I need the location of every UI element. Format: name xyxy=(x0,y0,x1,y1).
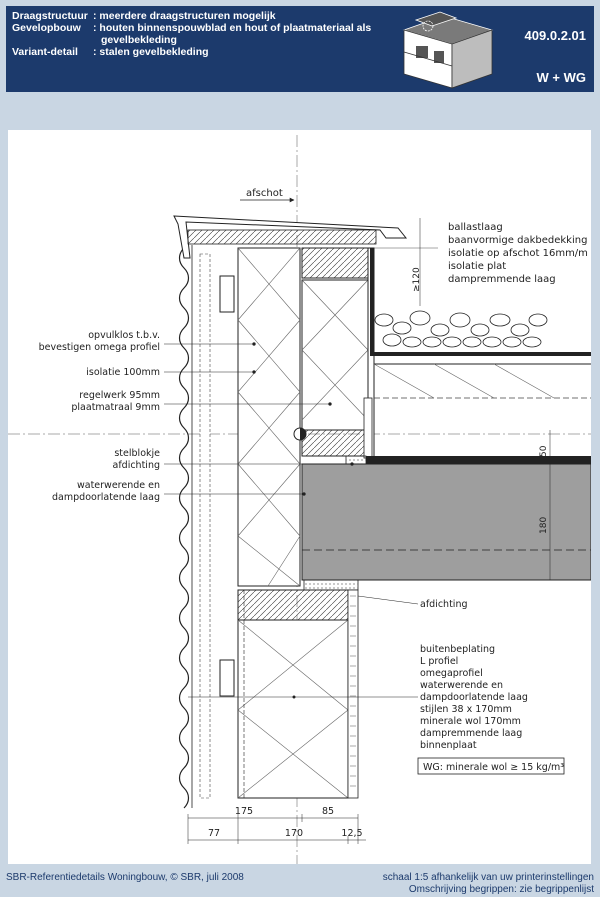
title-block: Draagstructuur : meerdere draagstructuren… xyxy=(6,6,594,92)
wall-label-stijlen: stijlen 38 x 170mm xyxy=(420,704,512,715)
omega-profile-line xyxy=(199,253,211,799)
afdichting-strip xyxy=(303,579,359,591)
detail-code: 409.0.2.01 xyxy=(524,28,586,43)
wall-label-omegaprofiel: omegaprofiel xyxy=(420,668,483,679)
roof-edge-trim xyxy=(173,215,408,259)
dim-170-label: 170 xyxy=(285,828,303,839)
roof-label-ballast: ballastlaag xyxy=(448,222,503,233)
row-value: : meerdere draagstructuren mogelijk xyxy=(93,10,276,22)
concrete-slab xyxy=(301,463,591,581)
variant-code: W + WG xyxy=(536,70,586,85)
top-plate xyxy=(301,247,369,279)
label-plaatmateriaal: plaatmatraal 9mm xyxy=(71,402,160,413)
gevelopbouw-row-cont: gevelbekleding xyxy=(12,34,177,46)
wall-label-binnenplaat: binnenplaat xyxy=(420,740,477,751)
wall-label-dampdoorlatend: dampdoorlatende laag xyxy=(420,692,528,703)
dim-125-label: 12,5 xyxy=(341,828,362,839)
afschot-label: afschot xyxy=(246,188,283,199)
dim-77-label: 77 xyxy=(208,828,220,839)
steel-cladding xyxy=(178,247,190,809)
wall-label-buitenbeplating: buitenbeplating xyxy=(420,644,495,655)
label-opvulklos-1: opvulklos t.b.v. xyxy=(88,330,160,341)
opvulklos-upper xyxy=(219,275,235,313)
drawing-panel: afschot ballastlaag baanvormige dakbedek… xyxy=(8,130,591,864)
footer-glossary: Omschrijving begrippen: zie begrippenlij… xyxy=(408,884,594,895)
section-drawing: afschot ballastlaag baanvormige dakbedek… xyxy=(8,135,591,864)
dim-50-label: 50 xyxy=(539,445,549,457)
bottom-plate xyxy=(301,429,369,457)
label-afdichting-right: afdichting xyxy=(420,599,468,610)
wall-label-l-profiel: L profiel xyxy=(420,656,458,667)
inner-board xyxy=(347,589,359,799)
row-label: Draagstructuur xyxy=(12,10,88,22)
lower-top-plate xyxy=(237,589,349,621)
row-value: gevelbekleding xyxy=(101,34,177,46)
wg-note-box xyxy=(417,757,565,775)
roof-label-dakbedekking: baanvormige dakbedekking xyxy=(448,235,587,246)
wall-label-dampremmend: dampremmende laag xyxy=(420,728,522,739)
label-afdichting: afdichting xyxy=(113,460,161,471)
building-thumbnail-icon xyxy=(402,11,494,89)
row-label: Variant-detail xyxy=(12,46,78,58)
label-regelwerk: regelwerk 95mm xyxy=(79,390,160,401)
dim-175-label: 175 xyxy=(235,806,253,817)
roof-label-dampremmend: dampremmende laag xyxy=(448,274,556,285)
row-label: Gevelopbouw xyxy=(12,22,81,34)
dim-120-label: ≥120 xyxy=(412,267,422,292)
footer-info: schaal 1:5 afhankelijk van uw printerins… xyxy=(383,872,594,896)
wall-label-waterwerende: waterwerende en xyxy=(420,680,503,691)
wall-label-minerale-wol: minerale wol 170mm xyxy=(420,716,521,727)
row-value: : stalen gevelbekleding xyxy=(93,46,209,58)
lower-insulation xyxy=(237,619,349,799)
label-waterwerende-2: dampdoorlatende laag xyxy=(52,492,160,503)
ballast-layer xyxy=(374,310,548,348)
label-opvulklos-2: bevestigen omega profiel xyxy=(39,342,160,353)
roof-label-isolatie-afschot: isolatie op afschot 16mm/m xyxy=(448,248,588,259)
footer-copyright: SBR-Referentiedetails Woningbouw, © SBR,… xyxy=(6,872,244,883)
label-isolatie: isolatie 100mm xyxy=(86,367,160,378)
wg-note: WG: minerale wol ≥ 15 kg/m³ xyxy=(423,762,564,773)
roof-label-isolatie-plat: isolatie plat xyxy=(448,261,506,272)
gevelopbouw-row: Gevelopbouw : houten binnenspouwblad en h… xyxy=(12,22,371,34)
vapour-layer xyxy=(366,456,591,464)
row-value: : houten binnenspouwblad en hout of plaa… xyxy=(93,22,372,34)
label-waterwerende-1: waterwerende en xyxy=(77,480,160,491)
opvulklos-lower xyxy=(219,659,235,697)
stelblokje xyxy=(345,455,367,465)
edge-insulation xyxy=(301,279,369,431)
upper-insulation xyxy=(237,247,301,587)
variant-detail-row: Variant-detail : stalen gevelbekleding xyxy=(12,46,209,58)
draagstructuur-row: Draagstructuur : meerdere draagstructuren… xyxy=(12,10,276,22)
label-stelblokje: stelblokje xyxy=(114,448,160,459)
roof-edge-board xyxy=(187,229,377,245)
dim-180-label: 180 xyxy=(539,517,549,534)
dim-85-label: 85 xyxy=(322,806,334,817)
footer-scale: schaal 1:5 afhankelijk van uw printerins… xyxy=(382,872,594,883)
